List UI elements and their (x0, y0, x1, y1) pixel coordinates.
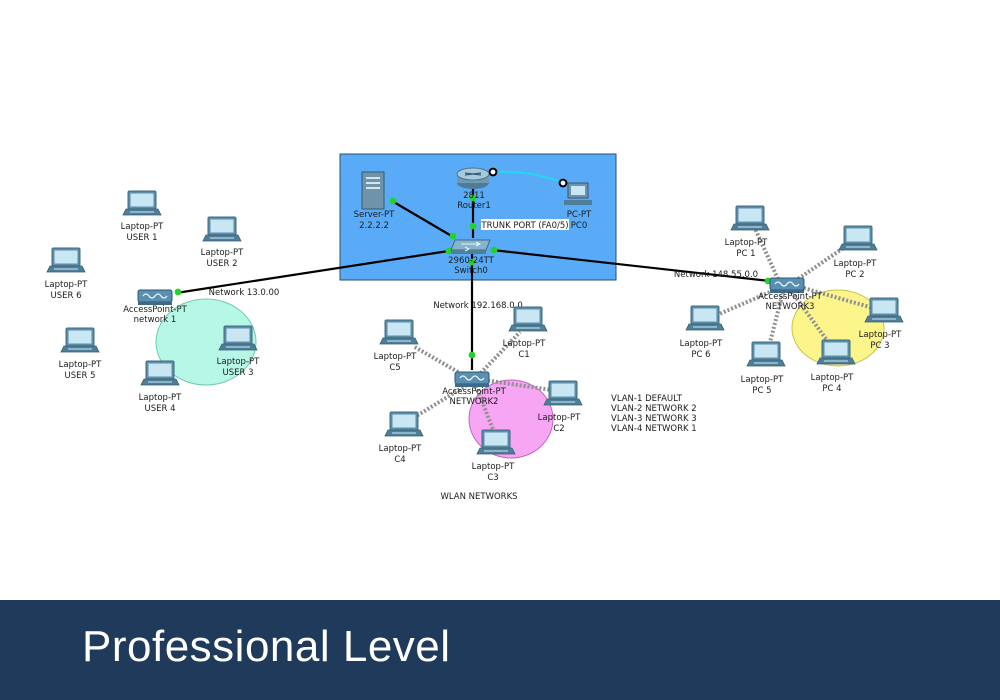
laptop-name-label: PC 1 (736, 249, 755, 259)
laptop-type-label: Laptop-PT (503, 339, 546, 349)
coverage-zone-network-1 (155, 298, 257, 386)
laptop-icon[interactable] (864, 297, 904, 323)
laptop-name-label: PC 5 (752, 386, 771, 396)
laptop-type-label: Laptop-PT (59, 360, 102, 370)
laptop-type-label: Laptop-PT (45, 280, 88, 290)
ap2-name-label: NETWORK2 (450, 397, 499, 407)
network-148-label: Network 148.55.0.0 (674, 270, 758, 280)
topology-diagram: Server-PT 2.2.2.2 2811 Router1 PC-PT PC0… (45, 153, 904, 502)
laptop-icon[interactable] (508, 306, 548, 332)
laptop-type-label: Laptop-PT (139, 393, 182, 403)
laptop-name-label: C1 (518, 350, 529, 360)
laptop-type-label: Laptop-PT (379, 444, 422, 454)
ap2-type-label: AccessPoint-PT (442, 387, 506, 397)
laptop-name-label: PC 6 (691, 350, 710, 360)
laptop-name-label: USER 2 (206, 259, 237, 269)
laptop-icon[interactable] (384, 411, 424, 437)
vlan-legend-item: VLAN-2 NETWORK 2 (611, 404, 697, 414)
laptop-type-label: Laptop-PT (859, 330, 902, 340)
laptop-type-label: Laptop-PT (374, 352, 417, 362)
vlan-legend-item: VLAN-4 NETWORK 1 (611, 424, 697, 434)
server-pt-icon[interactable] (361, 171, 385, 210)
laptop-type-label: Laptop-PT (217, 357, 260, 367)
laptop-type-label: Laptop-PT (811, 373, 854, 383)
pc0-name-label: PC0 (571, 221, 587, 231)
wireless-links-network2 (408, 330, 553, 433)
console-cable-router-pc0[interactable] (492, 170, 564, 184)
laptop-name-label: USER 1 (126, 233, 157, 243)
vlan-legend: VLAN-1 DEFAULT VLAN-2 NETWORK 2 VLAN-3 N… (611, 394, 697, 434)
vlan-legend-item: VLAN-1 DEFAULT (611, 394, 683, 404)
ap3-name-label: NETWORK3 (766, 302, 815, 312)
laptop-type-label: Laptop-PT (741, 375, 784, 385)
laptop-type-label: Laptop-PT (680, 339, 723, 349)
laptop-icon[interactable] (140, 360, 180, 386)
network-13-label: Network 13.0.00 (209, 288, 280, 298)
wireless-links-network3 (709, 221, 881, 352)
laptop-icon[interactable] (746, 341, 786, 367)
ap1-type-label: AccessPoint-PT (123, 305, 187, 315)
wlan-networks-label: WLAN NETWORKS (440, 492, 517, 502)
laptop-icon[interactable] (476, 429, 516, 455)
pc-icon[interactable] (564, 182, 592, 205)
link-server-switch[interactable] (391, 200, 456, 239)
laptop-icon[interactable] (218, 325, 258, 351)
vlan-legend-item: VLAN-3 NETWORK 3 (611, 414, 697, 424)
laptop-icon[interactable] (122, 190, 162, 216)
coverage-zone-network-3 (791, 289, 885, 367)
laptop-type-label: Laptop-PT (725, 238, 768, 248)
router-icon[interactable] (456, 167, 490, 189)
laptop-icon[interactable] (379, 319, 419, 345)
laptop-name-label: PC 4 (822, 384, 841, 394)
trunk-port-label: TRUNK PORT (FA0/5) (480, 221, 568, 231)
laptop-type-label: Laptop-PT (201, 248, 244, 258)
server-type-label: Server-PT (354, 210, 396, 220)
laptop-name-label: C5 (389, 363, 400, 373)
network-topology-canvas[interactable]: Server-PT 2.2.2.2 2811 Router1 PC-PT PC0… (0, 0, 1000, 600)
laptop-name-label: USER 6 (50, 291, 81, 301)
laptop-name-label: C2 (553, 424, 564, 434)
footer-banner: Professional Level (0, 600, 1000, 700)
router-type-label: 2811 (463, 191, 485, 201)
laptop-icon[interactable] (202, 216, 242, 242)
laptop-name-label: C3 (487, 473, 498, 483)
banner-title: Professional Level (82, 622, 451, 671)
laptop-icon[interactable] (685, 305, 725, 331)
ap1-name-label: network 1 (134, 315, 177, 325)
laptop-icon[interactable] (730, 205, 770, 231)
ap3-type-label: AccessPoint-PT (758, 292, 822, 302)
access-point-icon[interactable] (137, 289, 173, 306)
laptop-name-label: USER 5 (64, 371, 95, 381)
server-name-label: 2.2.2.2 (359, 221, 389, 231)
laptop-name-label: USER 3 (222, 368, 253, 378)
laptop-name-label: C4 (394, 455, 405, 465)
pc0-type-label: PC-PT (567, 210, 592, 220)
console-port-router (488, 167, 498, 177)
laptop-type-label: Laptop-PT (472, 462, 515, 472)
router-name-label: Router1 (457, 201, 491, 211)
console-port-pc0 (558, 178, 568, 188)
laptop-icon[interactable] (838, 225, 878, 251)
laptop-type-label: Laptop-PT (834, 259, 877, 269)
laptop-icon[interactable] (46, 247, 86, 273)
laptop-name-label: PC 2 (845, 270, 864, 280)
laptop-icon[interactable] (543, 380, 583, 406)
access-point-icon[interactable] (769, 277, 805, 294)
switch-icon[interactable] (450, 239, 491, 254)
laptop-type-label: Laptop-PT (538, 413, 581, 423)
laptop-icon[interactable] (60, 327, 100, 353)
switch-name-label: Switch0 (454, 266, 488, 276)
access-point-icon[interactable] (454, 371, 490, 388)
laptop-name-label: USER 4 (144, 404, 175, 414)
link-switch-ap3[interactable] (491, 248, 771, 283)
network-192-label: Network 192.168.0.0 (433, 301, 523, 311)
switch-type-label: 2960-24TT (448, 256, 495, 266)
laptop-icon[interactable] (816, 339, 856, 365)
laptop-name-label: PC 3 (870, 341, 889, 351)
laptop-type-label: Laptop-PT (121, 222, 164, 232)
link-switch-ap1[interactable] (175, 248, 456, 295)
